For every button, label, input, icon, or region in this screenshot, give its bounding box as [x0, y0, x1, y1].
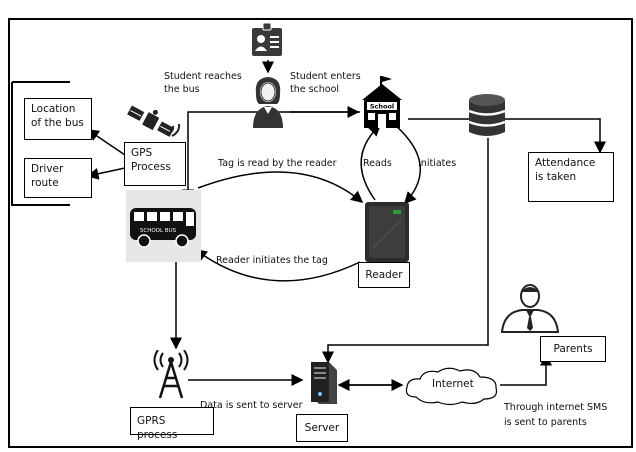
sms-label-line2: is sent to parents: [504, 417, 587, 428]
reader-label: Reader: [365, 269, 403, 281]
gprs-process-box: GPRS process: [130, 407, 214, 441]
attendance-label: Attendance is taken: [535, 157, 596, 183]
location-of-bus-box: Location of the bus: [24, 98, 92, 140]
satellite-icon: [127, 105, 181, 137]
attendance-box: Attendance is taken: [528, 152, 614, 202]
gps-to-location-arrow: [86, 129, 126, 156]
student-icon: [253, 77, 283, 128]
tag-read-label: Tag is read by the reader: [218, 158, 337, 169]
id-card-icon: [252, 22, 282, 56]
data-sent-label: Data is sent to server: [200, 400, 303, 411]
gps-process-label: GPS Process: [131, 147, 171, 173]
parents-box: Parents: [540, 336, 606, 362]
reader-initiates-label: Reader initiates the tag: [216, 255, 328, 266]
bus-icon: SCHOOL BUS: [130, 208, 196, 248]
gprs-tower-icon: [153, 350, 189, 399]
diagram-frame: [8, 18, 633, 448]
cloud-icon: [405, 367, 498, 406]
database-icon: [468, 94, 506, 136]
initiates-label: Initiates: [418, 158, 457, 169]
internet-to-parents-arrow: [500, 353, 552, 386]
parent-icon: [500, 284, 560, 333]
rfid-reader-icon: [365, 202, 409, 262]
server-label: Server: [304, 422, 340, 434]
student-reaches-label: Student reaches the bus: [164, 71, 242, 95]
reader-initiates-arrow: [194, 249, 361, 282]
reads-arrow: [360, 123, 382, 201]
gps-process-box: GPS Process: [124, 142, 186, 186]
gps-to-driver-arrow: [86, 167, 126, 180]
server-box: Server: [296, 414, 348, 442]
initiates-arrow: [394, 124, 422, 205]
gprs-process-label: GPRS process: [137, 415, 178, 441]
bus-sign-text: SCHOOL BUS: [140, 228, 177, 234]
reader-box: Reader: [358, 262, 410, 288]
internet-label: Internet: [432, 378, 474, 390]
school-icon: School: [362, 76, 402, 128]
sms-label-line1: Through internet SMS: [504, 402, 608, 413]
driver-route-box: Driver route: [24, 158, 92, 198]
tag-read-arrow: [197, 171, 364, 203]
database-to-server-arrow: [322, 138, 489, 364]
left-bracket: [11, 81, 70, 206]
driver-route-label: Driver route: [31, 163, 64, 189]
server-icon: [311, 362, 337, 404]
student-enters-label: Student enters the school: [290, 71, 361, 95]
parents-label: Parents: [553, 343, 593, 355]
location-of-bus-label: Location of the bus: [31, 103, 84, 129]
reads-label: Reads: [363, 158, 392, 169]
school-sign-text: School: [370, 103, 394, 111]
